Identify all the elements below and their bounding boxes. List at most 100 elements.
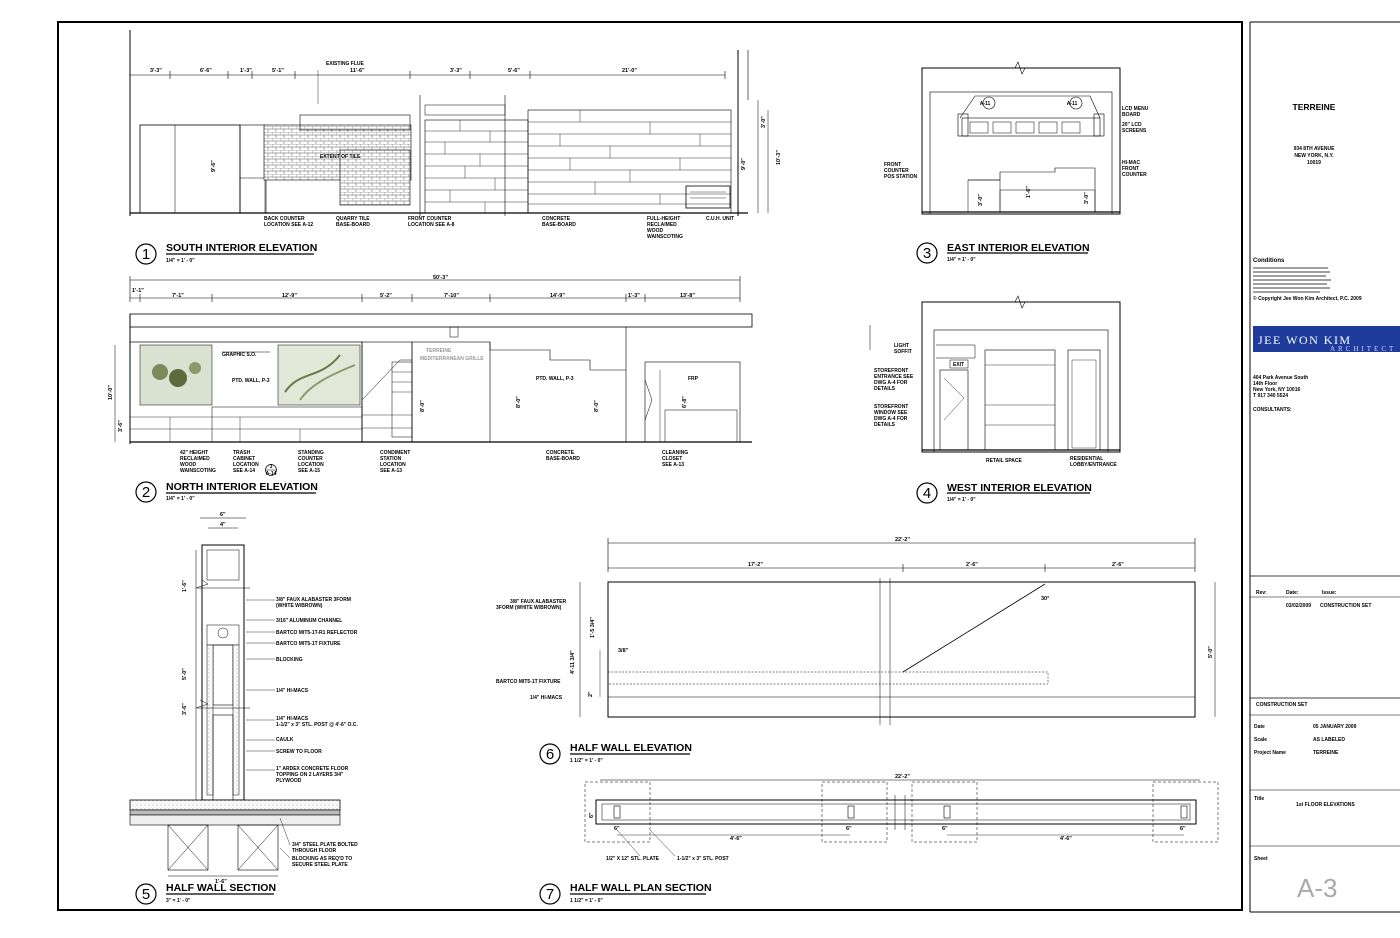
- exit-sign: EXIT: [953, 362, 964, 368]
- note: BARTCO MIT5-1T FIXTURE: [276, 641, 341, 647]
- project-address-3: 10019: [1307, 160, 1321, 166]
- drawing-title-2: 2 NORTH INTERIOR ELEVATION 1/4" = 1' - 0…: [135, 481, 318, 503]
- note: RECLAIMED: [180, 456, 210, 462]
- drawing-title-7: 7 HALF WALL PLAN SECTION 1 1/2" = 1' - 0…: [539, 882, 712, 905]
- drawing-title-5: 5 HALF WALL SECTION 3" = 1' - 0": [135, 882, 276, 905]
- drawing-scale: 3" = 1' - 0": [166, 898, 191, 904]
- note: TRASH: [233, 450, 251, 456]
- north-elevation-text: 50'-3" 1'-1" 7'-1" 12'-9" 5'-2" 7'-10" 1…: [108, 275, 699, 477]
- graphic-label: GRAPHIC S.O.: [222, 352, 257, 358]
- vdim: 3'-0": [1084, 192, 1090, 204]
- note: BASE-BOARD: [336, 222, 370, 228]
- dim: 2'-6": [1112, 562, 1124, 568]
- note: DWG A-4 FOR: [874, 380, 908, 386]
- dim: 21'-0": [622, 68, 637, 74]
- dim: 3'-3": [450, 68, 462, 74]
- note: WINDOW SEE: [874, 410, 908, 416]
- note: C.U.H. UNIT: [706, 216, 734, 222]
- dim: 17'-2": [748, 562, 763, 568]
- project-address-1: 934 8TH AVENUE: [1294, 146, 1336, 152]
- project-label: Project Name: [1254, 750, 1286, 756]
- note: LOCATION SEE A-12: [264, 222, 313, 228]
- title-value: 1st FLOOR ELEVATIONS: [1296, 802, 1355, 808]
- note: LOCATION: [380, 462, 406, 468]
- drawing-title: HALF WALL ELEVATION: [570, 742, 692, 754]
- note: DWG A-4 FOR: [874, 416, 908, 422]
- note: PLYWOOD: [276, 778, 302, 784]
- drawing-number: 6: [546, 746, 554, 763]
- note: DETAILS: [874, 386, 896, 392]
- note: 1" ARDEX CONCRETE FLOOR: [276, 766, 349, 772]
- dim: 5'-1": [272, 68, 284, 74]
- logo-main: JEE WON KIM: [1258, 333, 1352, 347]
- dim: 3/8": [618, 648, 629, 654]
- drawing-title-3: 3 EAST INTERIOR ELEVATION 1/4" = 1' - 0": [916, 242, 1090, 264]
- note: LCD MENU: [1122, 106, 1149, 112]
- note: COUNTER: [298, 456, 323, 462]
- half-wall-elevation-text: 22'-2" 17'-2" 2'-6" 2'-6" 1'-5 3/4" 4'-1…: [496, 537, 1214, 701]
- conditions-heading: Conditions: [1253, 258, 1285, 264]
- note: 1/2" X 12" STL. PLATE: [606, 856, 660, 862]
- tile-label: EXTENT OF TILE: [320, 154, 361, 160]
- vdim: 5'-0": [182, 668, 188, 680]
- north-elevation: [114, 276, 753, 444]
- note: 42" HEIGHT: [180, 450, 208, 456]
- vdim: 2": [588, 691, 594, 697]
- dim: 1'-3": [240, 68, 252, 74]
- vdim: 10'-0": [108, 385, 114, 400]
- note: WAINSCOTING: [647, 234, 683, 240]
- dim: 12'-9": [282, 293, 297, 299]
- brand-mark: TERREINE: [426, 348, 452, 354]
- brand-tagline: MEDITERRANEAN GRILLE: [420, 356, 484, 362]
- revision-date: 03/02/2009: [1286, 603, 1311, 609]
- tag-sheet: A-14: [266, 471, 277, 477]
- note: BACK COUNTER: [264, 216, 305, 222]
- drawing-scale: 1/4" = 1' - 0": [166, 258, 195, 264]
- note: DETAILS: [874, 422, 896, 428]
- scale-value: AS LABELED: [1313, 737, 1345, 743]
- conditions-fine-print: [1253, 267, 1331, 293]
- dim: 6": [846, 826, 852, 832]
- note: STANDING: [298, 450, 324, 456]
- dim: 1'-6": [215, 879, 227, 885]
- architect-logo: [1253, 326, 1400, 352]
- title-block: TERREINE 934 8TH AVENUE NEW YORK, N.Y. 1…: [1250, 102, 1400, 903]
- note: FULL-HEIGHT: [647, 216, 680, 222]
- angle: 30°: [1041, 596, 1049, 602]
- dim: 22'-2": [895, 774, 910, 780]
- note: 20" LCD: [1122, 122, 1142, 128]
- vdim: 3'-6": [118, 420, 124, 432]
- drawing-scale: 1 1/2" = 1' - 0": [570, 898, 603, 904]
- drawing-title: EAST INTERIOR ELEVATION: [947, 242, 1090, 254]
- note: SEE A-14: [233, 468, 255, 474]
- architect-address-3: New York, NY 10016: [1253, 387, 1300, 393]
- note: THROUGH FLOOR: [292, 848, 337, 854]
- note: BLOCKING AS REQ'D TO: [292, 856, 352, 862]
- consultants-label: CONSULTANTS:: [1253, 407, 1292, 413]
- note: RESIDENTIAL: [1070, 456, 1103, 462]
- note: CONCRETE: [546, 450, 575, 456]
- note: BARTCO MIT5-1T-R1 REFLECTOR: [276, 630, 358, 636]
- note: BARTCO MIT5-1T FIXTURE: [496, 679, 561, 685]
- dim: 4'-6": [1060, 836, 1072, 842]
- vdim: 9'-6": [211, 160, 217, 172]
- vdim: 4'-11 3/4": [570, 650, 576, 674]
- note: LOCATION SEE A-8: [408, 222, 455, 228]
- dim: 50'-3": [433, 275, 448, 281]
- note: FRONT: [1122, 166, 1139, 172]
- dim: 3'-3": [150, 68, 162, 74]
- drawing-title: WEST INTERIOR ELEVATION: [947, 482, 1092, 494]
- drawing-title: HALF WALL SECTION: [166, 882, 276, 894]
- note: 3FORM (WHITE W/BROWN): [496, 605, 562, 611]
- scale-label: Scale: [1254, 737, 1267, 743]
- vdim: 6'-8": [682, 396, 688, 408]
- drawing-title: HALF WALL PLAN SECTION: [570, 882, 712, 894]
- dim: 6": [1180, 826, 1186, 832]
- note: CONDIMENT: [380, 450, 410, 456]
- note: ENTRANCE SEE: [874, 374, 914, 380]
- revision-issue: CONSTRUCTION SET: [1320, 603, 1371, 609]
- south-elevation-text: 3'-3" 6'-6" 1'-3" 5'-1" 11'-6" 3'-3" 5'-…: [150, 61, 782, 240]
- note: SOFFIT: [894, 349, 912, 355]
- note: HI-MAC: [1122, 160, 1140, 166]
